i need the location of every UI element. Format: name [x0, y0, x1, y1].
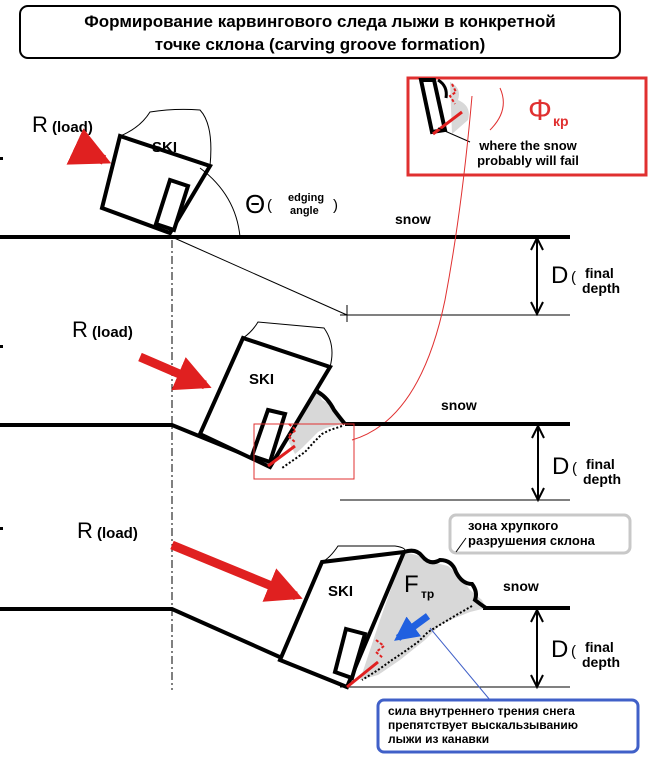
load-R-2: R [72, 317, 88, 342]
load-sub-1: (load) [52, 119, 93, 136]
title-box: Формирование карвингового следа лыжи в к… [19, 5, 621, 59]
title-line-1: Формирование карвингового следа лыжи в к… [84, 12, 555, 31]
depth-dimension-3: D ( final depth [530, 607, 620, 690]
friction-note-line-3: лыжи из канавки [388, 732, 489, 746]
theta-symbol: Θ [245, 189, 265, 219]
phi-symbol: Φ [528, 94, 552, 127]
load-arrow-1 [66, 128, 112, 165]
brittle-line-1: зона хрупкого [468, 518, 558, 533]
depth-sub-final-2: final [586, 456, 615, 472]
edging-angle-label: Θ ( edging angle ) [245, 189, 338, 219]
friction-callout-leader [429, 627, 491, 701]
brittle-line-2: разрушения склона [468, 533, 596, 548]
margin-dots [0, 157, 3, 530]
load-sub-2: (load) [92, 324, 133, 341]
friction-F: F [404, 571, 419, 598]
panel-2: SKI R (load) snow D ( final depth [0, 317, 621, 503]
fail-note-line-1: where the snow [478, 138, 577, 153]
edging-angle-arc [199, 167, 241, 238]
svg-text:(: ( [572, 460, 577, 477]
ski-label-1: SKI [152, 139, 177, 156]
depth-sub-final-3: final [585, 639, 614, 655]
svg-text:(: ( [267, 197, 272, 214]
failure-detail-box: Φ кр where the snow probably will fail [406, 76, 648, 177]
depth-sub-depth-2: depth [583, 471, 621, 487]
fail-note-line-2: probably will fail [477, 153, 579, 168]
ski-1: SKI [99, 108, 213, 236]
snow-label-3: snow [503, 578, 539, 594]
load-R-1: R [32, 112, 48, 137]
ski-label-2: SKI [249, 371, 274, 388]
friction-sub: тр [421, 587, 434, 601]
ski-2: SKI [197, 321, 333, 470]
load-3: R (load) [77, 518, 303, 602]
theta-sub-edging: edging [288, 192, 324, 204]
detail-highlight-box [253, 423, 355, 480]
svg-text:(: ( [571, 643, 576, 660]
load-1: R (load) [32, 112, 112, 165]
depth-dimension-1: D ( final depth [530, 235, 620, 317]
load-arrow-3 [170, 540, 303, 602]
depth-D-3: D [551, 636, 568, 663]
depth-sub-final-1: final [585, 265, 614, 281]
load-sub-3: (load) [97, 525, 138, 542]
depth-D-1: D [551, 262, 568, 289]
snow-label-2: snow [441, 397, 477, 413]
friction-note-callout: сила внутреннего трения снега препятству… [376, 698, 640, 754]
phi-sub: кр [553, 113, 569, 129]
load-2: R (load) [72, 317, 212, 391]
snow-label-1: snow [395, 211, 431, 227]
theta-sub-angle: angle [290, 205, 319, 217]
friction-note-line-1: сила внутреннего трения снега [388, 704, 575, 718]
depth-D-2: D [552, 453, 569, 480]
groove-projection-1 [171, 236, 348, 316]
depth-dimension-2: D ( final depth [531, 423, 621, 503]
panel-3: SKI F тр R (load) snow D ( final depth з… [0, 513, 640, 754]
svg-text:): ) [333, 197, 338, 214]
brittle-zone-callout: зона хрупкого разрушения склона [448, 513, 632, 555]
detail-connector-line [351, 95, 473, 441]
ski-label-3: SKI [328, 583, 353, 600]
depth-sub-depth-1: depth [582, 280, 620, 296]
svg-text:(: ( [571, 269, 576, 286]
friction-force-arrow [394, 613, 431, 641]
panel-1: SKI Θ ( edging angle ) R (load) snow D (… [0, 108, 620, 322]
load-R-3: R [77, 518, 93, 543]
load-arrow-2 [138, 352, 212, 391]
friction-note-line-2: препятствует выскальзыванию [388, 718, 578, 732]
depth-sub-depth-3: depth [582, 654, 620, 670]
title-line-2: точке склона (carving groove formation) [155, 35, 486, 54]
